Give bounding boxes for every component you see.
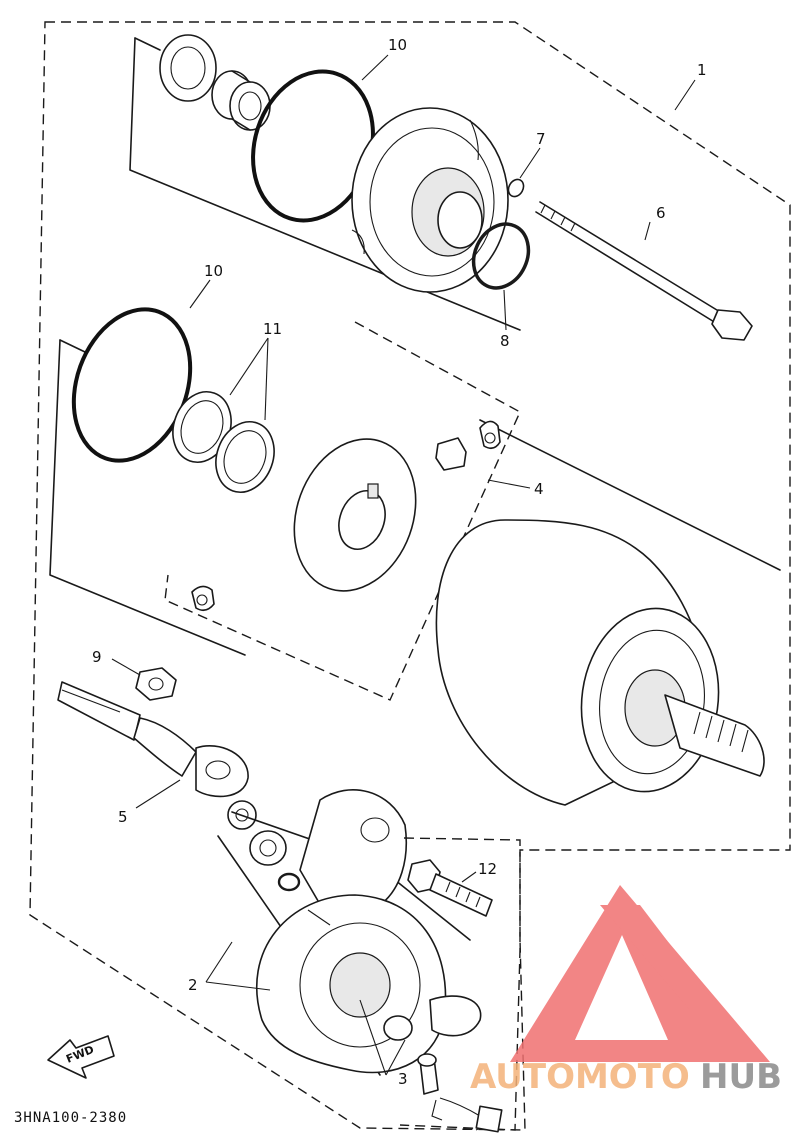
through-bolt-6 xyxy=(535,201,753,341)
brush-spring-bottom xyxy=(191,585,215,612)
callout-3: 3 xyxy=(398,1070,408,1088)
brush-plate xyxy=(293,438,417,592)
starter-yoke xyxy=(435,519,765,806)
callout-1: 1 xyxy=(697,61,707,79)
callout-9: 9 xyxy=(92,648,102,666)
leader-lines xyxy=(111,54,696,1076)
washer-7 xyxy=(507,178,525,198)
middle-group xyxy=(49,307,781,701)
callout-10-bottom: 10 xyxy=(204,262,223,280)
nut-9 xyxy=(135,667,177,701)
callout-4: 4 xyxy=(534,480,544,498)
oil-seal xyxy=(159,34,217,102)
callouts: 1 10 7 6 8 10 11 4 9 5 12 2 3 xyxy=(92,36,707,1088)
terminal-o-ring xyxy=(277,872,301,892)
callout-12: 12 xyxy=(478,860,497,878)
front-cover xyxy=(351,107,509,293)
fwd-arrow-icon: FWD xyxy=(47,1035,115,1079)
brush-kit-boundary xyxy=(164,321,521,701)
brush-block xyxy=(435,437,467,471)
callout-7: 7 xyxy=(536,130,546,148)
callout-6: 6 xyxy=(656,204,666,222)
terminal-bolt-3 xyxy=(417,1053,503,1133)
callout-11: 11 xyxy=(263,320,282,338)
lead-wire-5 xyxy=(57,681,249,798)
o-ring-8 xyxy=(471,222,531,290)
diagram-code: 3HNA100-2380 xyxy=(14,1110,127,1126)
bolt-12 xyxy=(407,859,493,917)
watermark-logo: AUTOMOTO HUB xyxy=(470,885,782,1097)
callout-10-top: 10 xyxy=(388,36,407,54)
front-cover-group xyxy=(129,34,753,341)
callout-8: 8 xyxy=(500,332,510,350)
rear-bolt-boundary xyxy=(399,837,521,1131)
brush-spring-top xyxy=(479,420,501,450)
rear-cover xyxy=(256,789,482,1074)
watermark-triangle-icon xyxy=(510,885,770,1062)
callout-5: 5 xyxy=(118,808,128,826)
armature-shaft xyxy=(664,694,765,777)
watermark-word-1: AUTOMOTO xyxy=(470,1057,690,1097)
rear-group xyxy=(57,667,521,1133)
callout-2: 2 xyxy=(188,976,198,994)
assembly-boundary xyxy=(29,21,791,1131)
watermark-word-2: HUB xyxy=(700,1057,782,1097)
shim-11-b xyxy=(215,421,275,493)
terminal-washer xyxy=(249,830,287,866)
